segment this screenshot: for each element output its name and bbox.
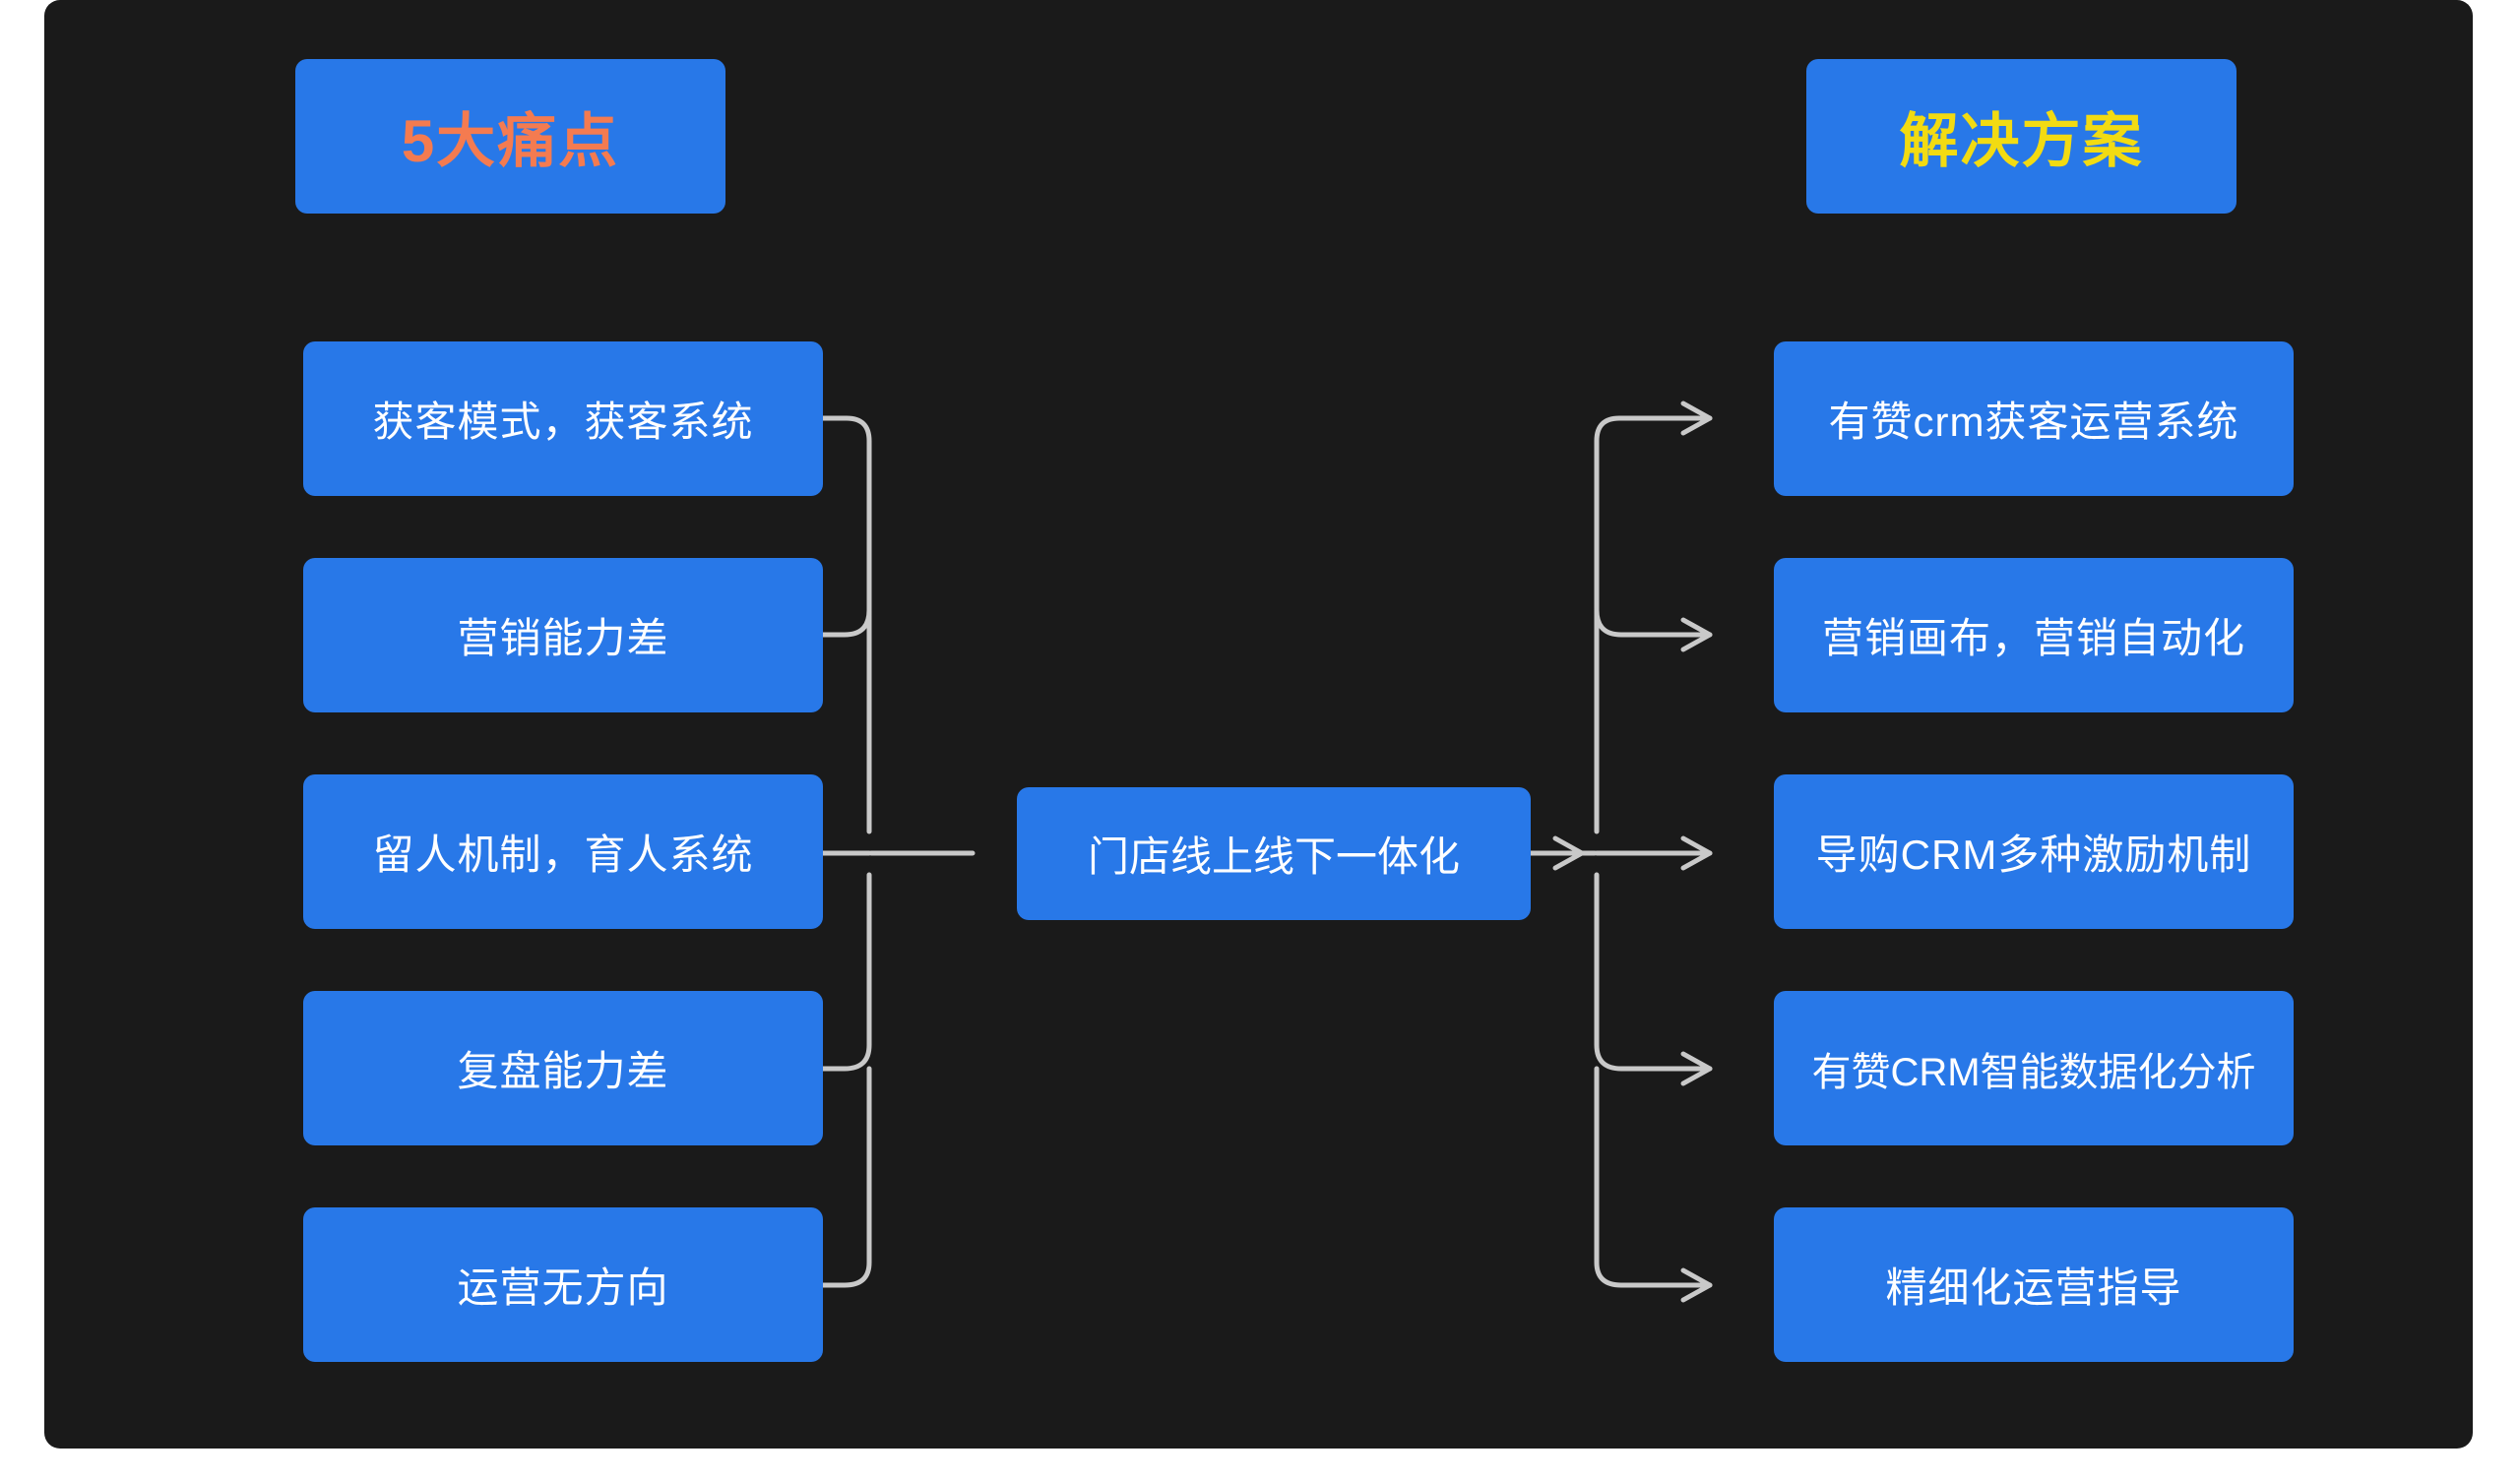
connector-right-branch-2 xyxy=(1594,607,1713,638)
arrowhead-right-1 xyxy=(1680,401,1713,436)
center-hub-node[interactable]: 门店线上线下一体化 xyxy=(1017,787,1531,920)
solution-2[interactable]: 营销画布，营销自动化 xyxy=(1774,558,2294,712)
connector-right-branch-1 xyxy=(1594,415,1713,834)
header-solutions[interactable]: 解决方案 xyxy=(1806,59,2236,214)
pain-point-4[interactable]: 复盘能力差 xyxy=(303,991,823,1145)
connector-right-branch-4 xyxy=(1594,872,1713,1072)
arrowhead-right-4 xyxy=(1680,1051,1713,1086)
pain-point-2[interactable]: 营销能力差 xyxy=(303,558,823,712)
header-pain-points[interactable]: 5大痛点 xyxy=(295,59,725,214)
solution-3[interactable]: 导购CRM多种激励机制 xyxy=(1774,774,2294,929)
pain-point-5[interactable]: 运营无方向 xyxy=(303,1207,823,1362)
pain-point-3[interactable]: 留人机制，育人系统 xyxy=(303,774,823,929)
arrowhead-right-2 xyxy=(1680,617,1713,652)
solution-4[interactable]: 有赞CRM智能数据化分析 xyxy=(1774,991,2294,1145)
solution-1[interactable]: 有赞crm获客运营系统 xyxy=(1774,341,2294,496)
diagram-canvas: 5大痛点 解决方案 获客模式，获客系统 营销能力差 留人机制，育人系统 复盘能力… xyxy=(44,0,2473,1449)
arrowhead-center-right xyxy=(1552,835,1585,871)
solution-5[interactable]: 精细化运营指导 xyxy=(1774,1207,2294,1362)
arrowhead-right-3 xyxy=(1680,835,1713,871)
pain-point-1[interactable]: 获客模式，获客系统 xyxy=(303,341,823,496)
arrowhead-right-5 xyxy=(1680,1267,1713,1303)
connector-right-branch-5 xyxy=(1594,1066,1713,1288)
